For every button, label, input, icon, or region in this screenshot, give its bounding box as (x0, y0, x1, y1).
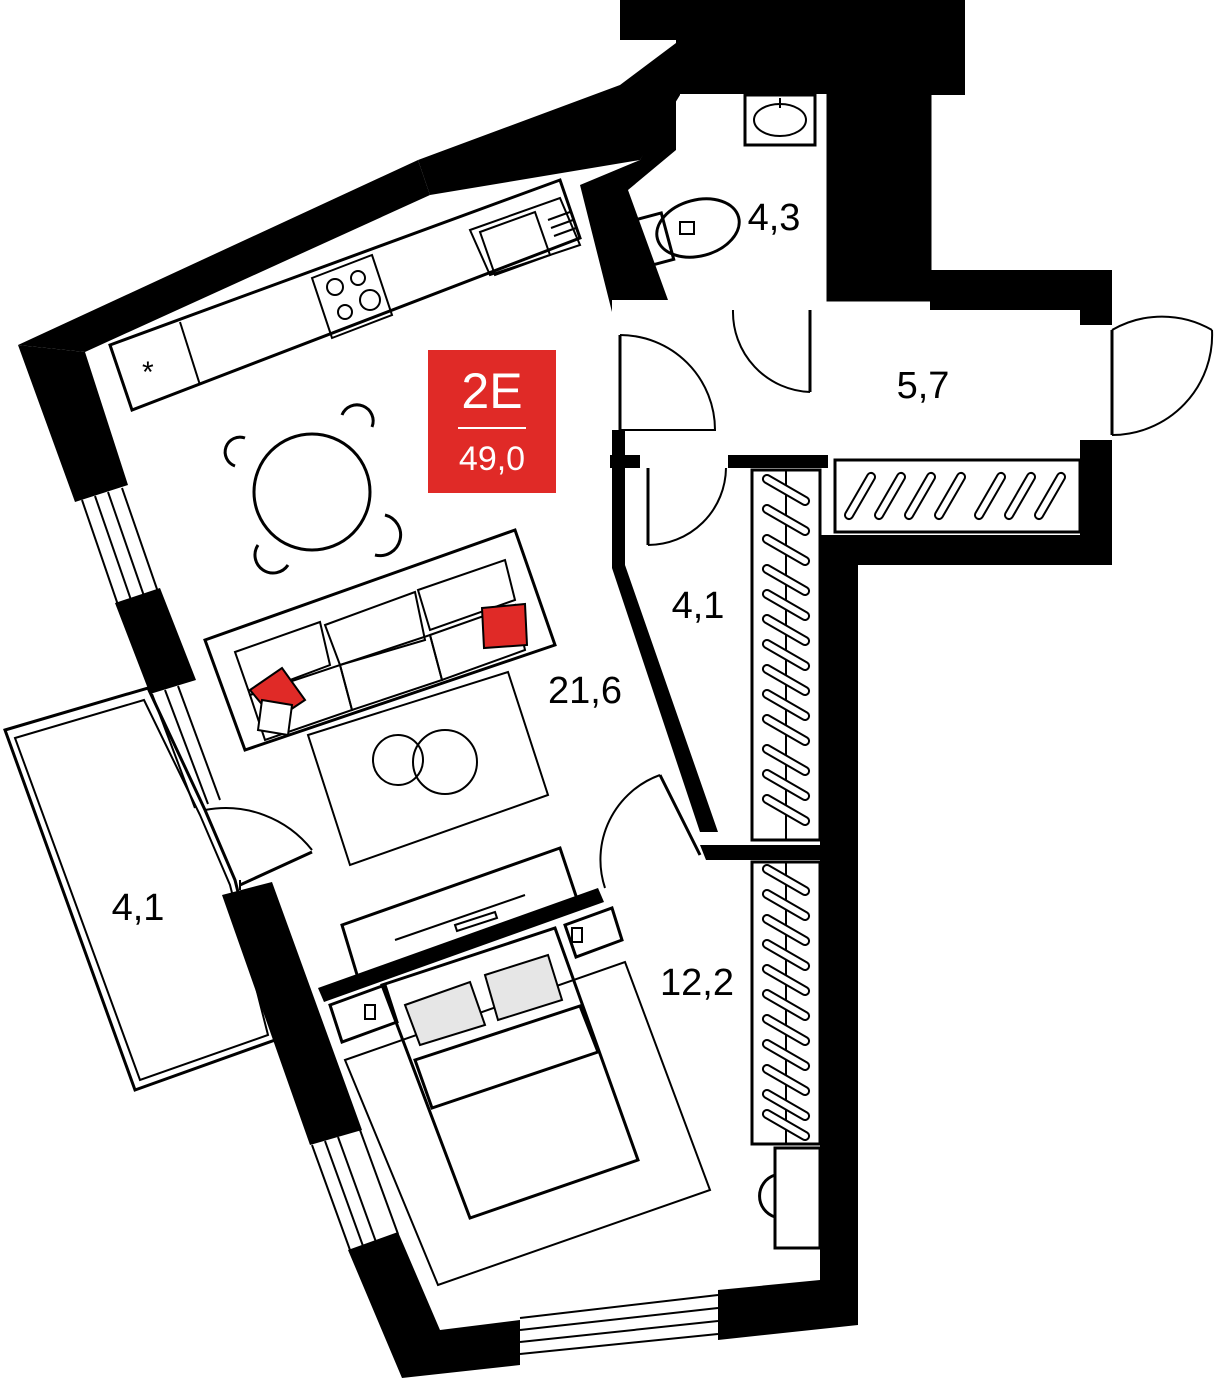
nightstand-right (563, 906, 624, 959)
door-corridor (646, 467, 727, 546)
area-living-room: 21,6 (548, 670, 622, 712)
area-hallway: 5,7 (897, 365, 950, 407)
badge-background (428, 350, 556, 493)
hangers (761, 471, 1066, 1141)
window-living-upper (81, 487, 159, 606)
wall-east (820, 440, 1112, 1325)
hanger-icon (934, 471, 966, 521)
windows (81, 487, 719, 1355)
area-corridor: 4,1 (672, 585, 725, 627)
hanger-icon (1034, 471, 1066, 521)
window-bedroom-south (519, 1294, 719, 1355)
hanger-icon (761, 964, 811, 996)
hanger-icon (1004, 471, 1036, 521)
sofa (203, 528, 557, 752)
hanger-icon (761, 744, 811, 776)
hanger-icon (761, 1039, 811, 1071)
hanger-icon (761, 564, 811, 596)
wall-living-north-step (418, 40, 680, 195)
wall-corridor-stub (610, 455, 640, 468)
bedroom-furniture (328, 906, 712, 1287)
door-balcony (204, 807, 313, 887)
apartment-code: 2E (461, 363, 522, 419)
door-bedroom (599, 774, 702, 889)
bathtub-icon (826, 93, 932, 302)
hanger-icon (761, 714, 811, 746)
wall-bedroom-corridor (700, 845, 820, 860)
wardrobe-hall (833, 458, 1082, 534)
pillow-right (483, 953, 564, 1022)
hanger-icon (761, 1089, 811, 1121)
area-balcony: 4,1 (112, 887, 165, 929)
apartment-badge: 2E 49,0 (428, 350, 556, 493)
hanger-icon (761, 889, 811, 921)
living-rug (306, 670, 550, 867)
window-living-lower (151, 685, 221, 809)
wall-corridor-top (728, 455, 828, 468)
window-bedroom-west (311, 1129, 399, 1251)
hanger-icon (761, 639, 811, 671)
hanger-icon (761, 474, 811, 506)
hanger-icon (761, 989, 811, 1021)
hanger-icon (761, 914, 811, 946)
wall-bathroom-north (620, 0, 1112, 325)
hanger-icon (761, 689, 811, 721)
door-living-hall (618, 334, 717, 431)
wall-living-west-upper (18, 345, 128, 502)
total-area: 49,0 (459, 440, 525, 478)
hanger-icon (761, 589, 811, 621)
washbasin-icon (743, 93, 817, 147)
hanger-icon (761, 864, 811, 896)
wall-corridor-west (612, 430, 718, 832)
hanger-icon (874, 471, 906, 521)
hob-icon (310, 253, 394, 340)
hanger-icon (761, 939, 811, 971)
hanger-icon (761, 504, 811, 536)
desk (758, 1146, 822, 1250)
hanger-icon (844, 471, 876, 521)
bathroom-fixtures (630, 93, 932, 302)
hanger-icon (761, 664, 811, 696)
wall-living-north (18, 160, 430, 352)
pillow-left (403, 980, 487, 1047)
hanger-icon (761, 1109, 811, 1141)
hanger-icon (761, 1014, 811, 1046)
hanger-icon (761, 769, 811, 801)
wall-bedroom-west-lower (348, 1232, 520, 1378)
hanger-icon (761, 534, 811, 566)
kitchen-counter: * (108, 178, 582, 412)
wall-living-west-pier (115, 588, 196, 694)
kitchen-sink-icon (468, 196, 582, 277)
hanger-icon (761, 1064, 811, 1096)
door-entrance (1110, 315, 1214, 437)
door-bathroom (731, 309, 812, 393)
hanger-icon (974, 471, 1006, 521)
tv-stand (340, 846, 580, 980)
area-bathroom: 4,3 (748, 197, 801, 239)
toilet-icon (630, 197, 741, 269)
fridge-icon: * (142, 356, 154, 389)
hanger-icon (761, 614, 811, 646)
double-bed (380, 926, 640, 1220)
doors (204, 309, 1214, 889)
hanger-icon (761, 794, 811, 826)
wall-bedroom-south (718, 1280, 858, 1340)
pillow-white (256, 698, 294, 737)
wall-bath-west (580, 94, 676, 312)
hanger-icon (904, 471, 936, 521)
pillow-red-1 (480, 602, 529, 650)
area-bedroom: 12,2 (660, 962, 734, 1004)
dining-table (223, 403, 403, 575)
wall-bedroom-west (222, 882, 362, 1145)
